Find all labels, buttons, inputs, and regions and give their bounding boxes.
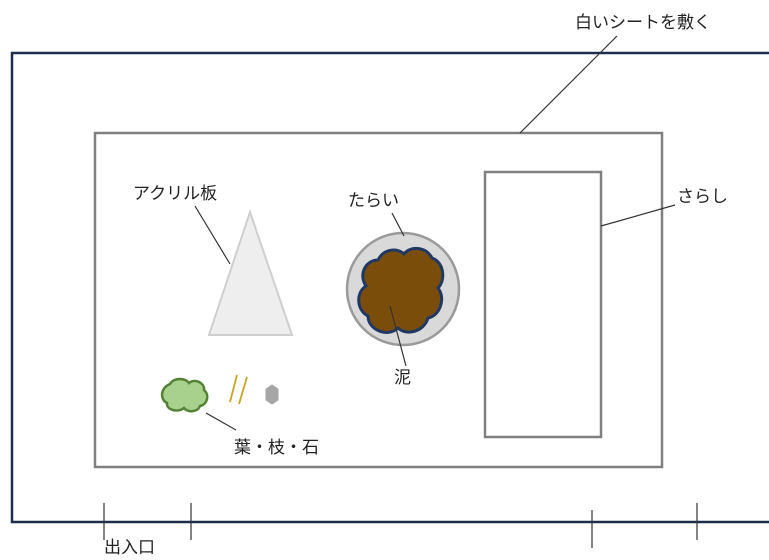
leader-line-mud [389, 305, 407, 367]
leader-line-tarai [391, 212, 405, 237]
leaves-blob [160, 377, 209, 413]
sarashi-label: さらし [677, 187, 728, 207]
tarai-label: たらい [348, 191, 399, 211]
mud-label: 泥 [394, 368, 411, 388]
entrance-label: 出入口 [104, 538, 155, 558]
room-outline [10, 51, 769, 524]
leader-line-sarashi [600, 204, 676, 227]
leader-line-acrylic [194, 205, 231, 265]
twig-2 [238, 376, 248, 405]
acrylic-plate-label: アクリル板 [133, 184, 218, 204]
leader-line-white-sheet [519, 35, 618, 134]
acrylic-plate [207, 208, 294, 336]
twig-1 [229, 374, 238, 403]
leaves-twigs-stones-label: 葉・枝・石 [234, 438, 319, 458]
mud-blob [357, 247, 445, 334]
white-sheet-label: 白いシートを敷く [575, 13, 711, 33]
sarashi-cloth [483, 170, 603, 439]
leader-line-leaves [205, 412, 237, 431]
stone-hexagon [265, 384, 279, 405]
